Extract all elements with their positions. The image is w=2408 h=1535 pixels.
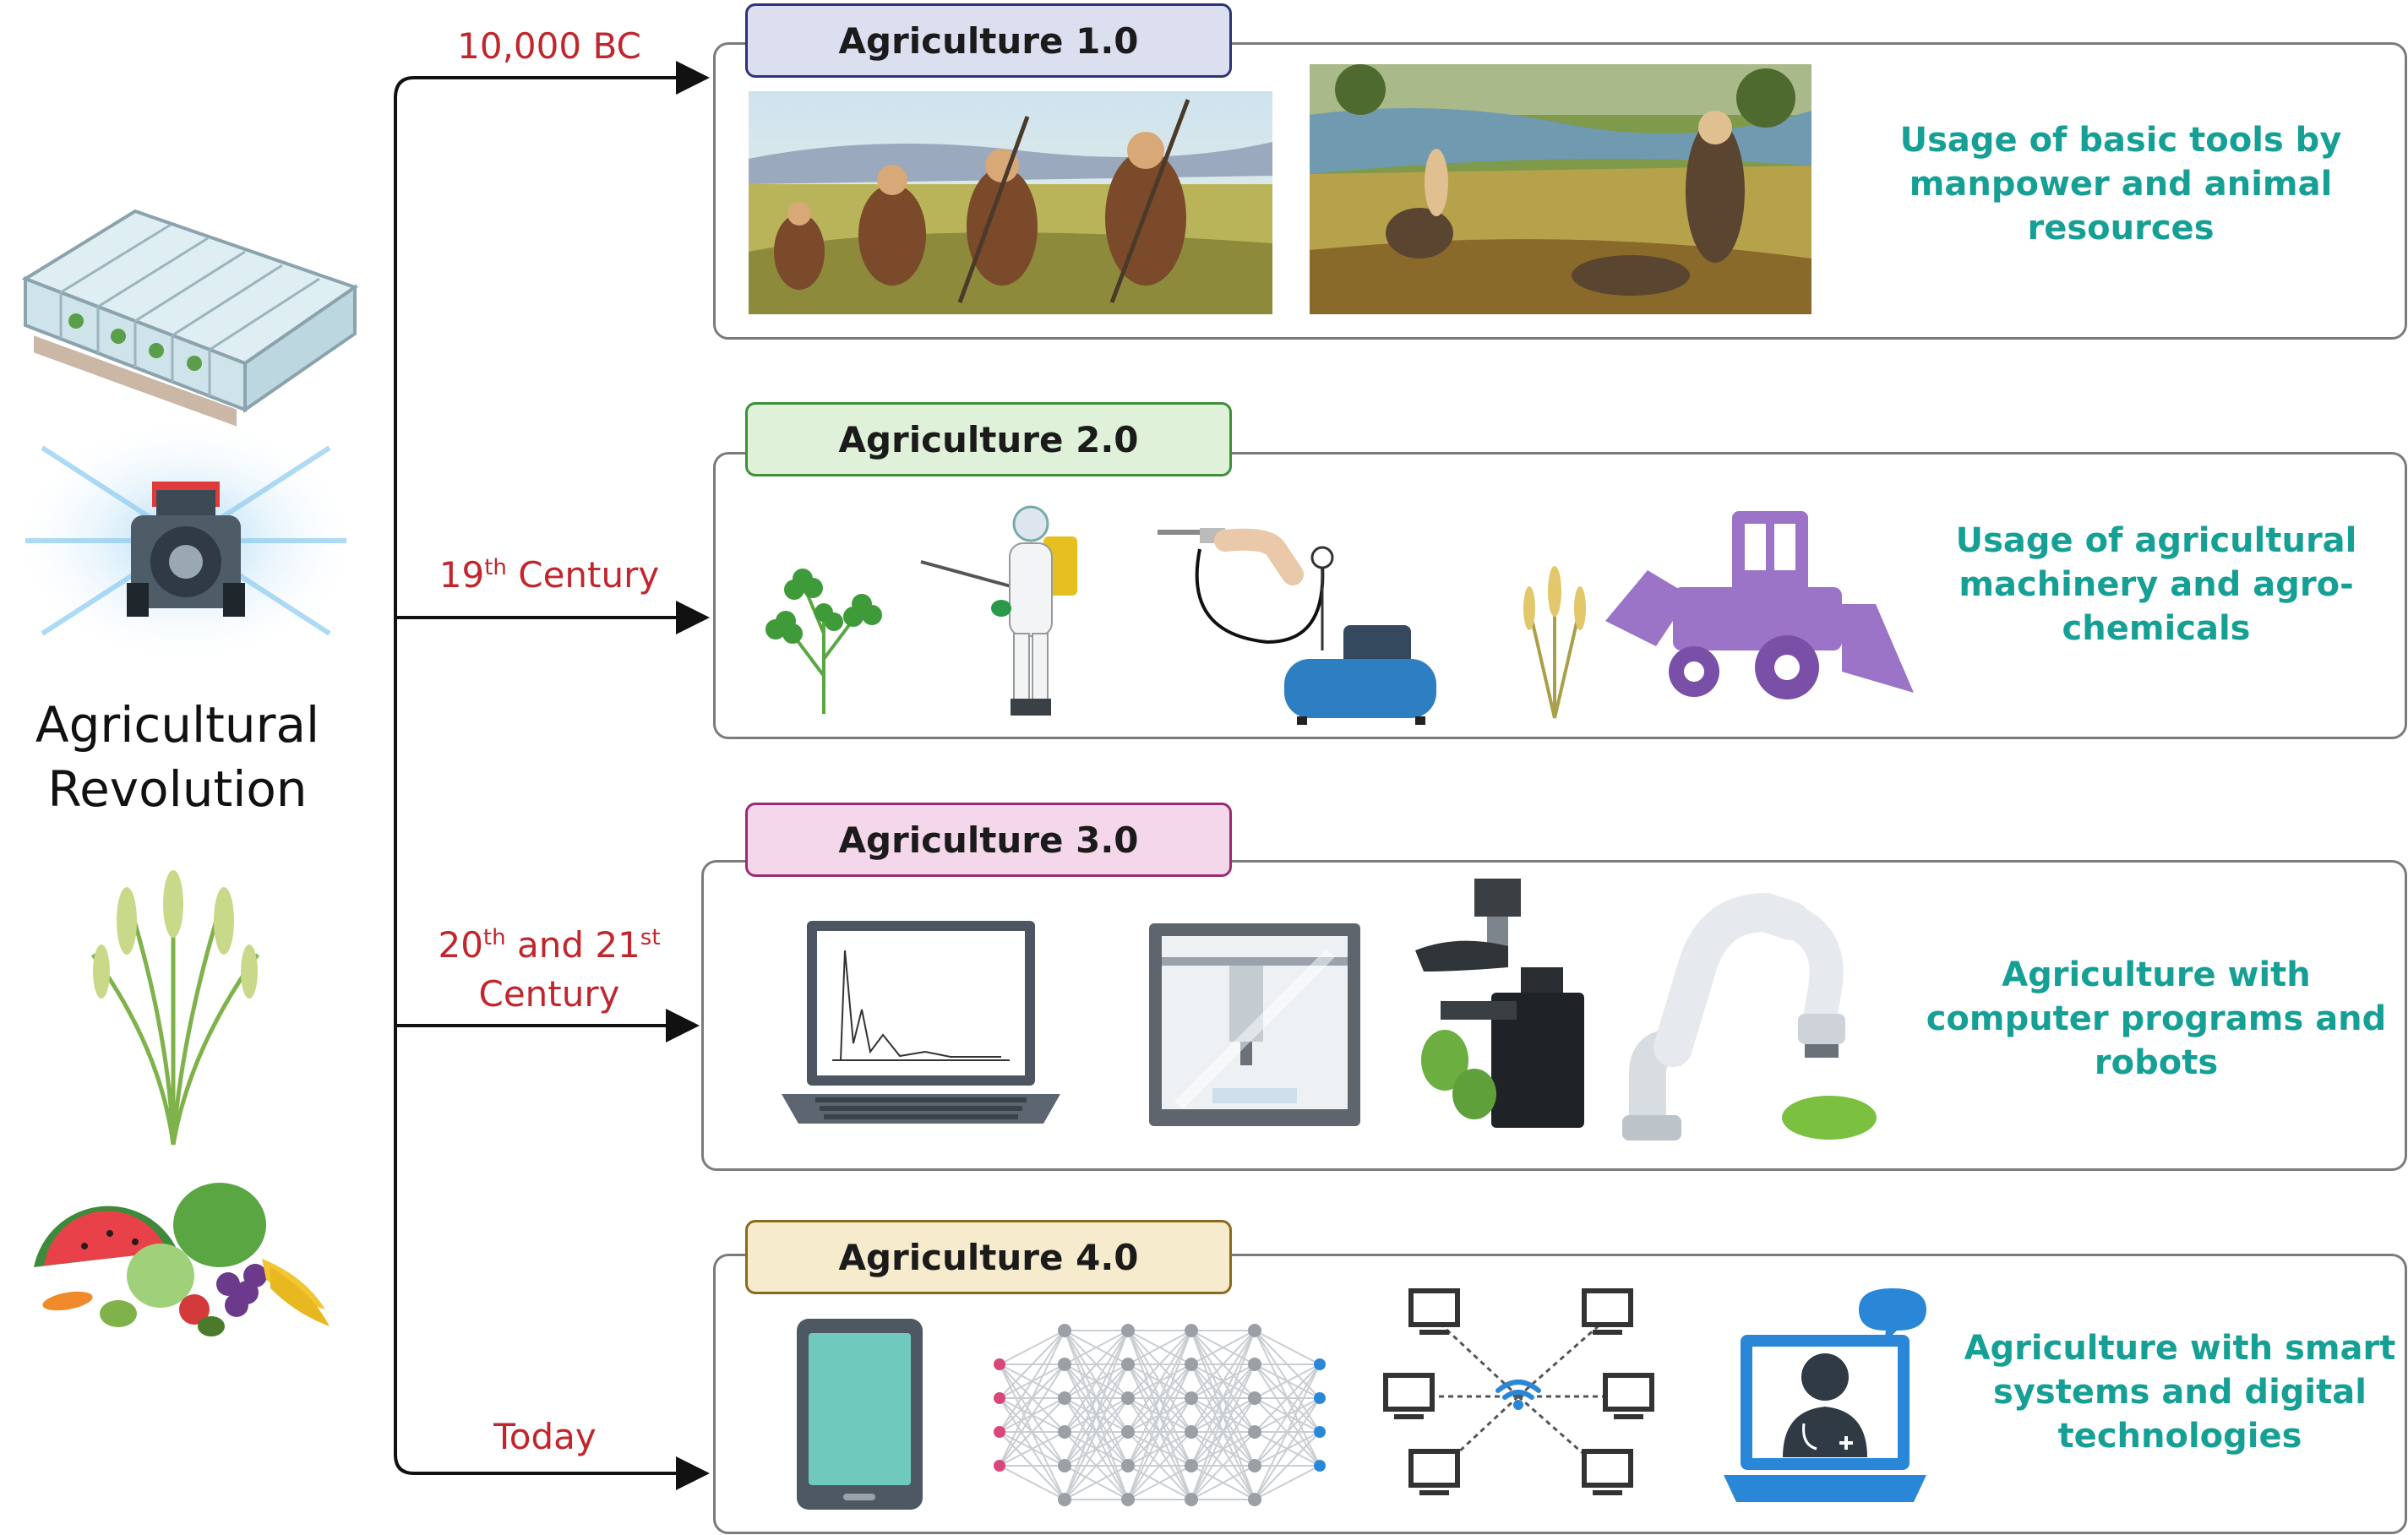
- network-node: [1185, 1391, 1198, 1405]
- network-node: [1185, 1324, 1198, 1337]
- desc-2-line-1: Usage of agricultural: [1955, 521, 2357, 560]
- telehealth-laptop-icon: [1724, 1288, 1926, 1502]
- era-20-number: 20: [438, 924, 483, 966]
- prehistoric-farm-illustration: [1310, 64, 1811, 314]
- network-node: [1314, 1460, 1326, 1472]
- desc-4-line-3: technologies: [2057, 1417, 2302, 1456]
- desc-4-line-1: Agriculture with smart: [1964, 1329, 2396, 1368]
- network-node: [994, 1358, 1005, 1370]
- network-node: [1185, 1425, 1198, 1439]
- network-node: [994, 1460, 1005, 1472]
- desc-2-line-3: chemicals: [2062, 609, 2251, 648]
- network-node: [1185, 1358, 1198, 1371]
- diagram-title: Agricultural Revolution: [8, 693, 346, 821]
- network-node: [1248, 1324, 1261, 1337]
- laptop-graph-icon: [782, 921, 1060, 1124]
- hunters-illustration: [749, 91, 1272, 314]
- era-label-10000bc: 10,000 BC: [457, 25, 641, 67]
- desc-3-line-2: computer programs and: [1926, 999, 2387, 1038]
- desc-agriculture-2: Usage of agricultural machinery and agro…: [1886, 519, 2408, 650]
- desc-1-line-3: resources: [2027, 209, 2215, 248]
- pesticide-sprayer-person-icon: [920, 505, 1077, 716]
- desc-agriculture-3: Agriculture with computer programs and r…: [1886, 953, 2408, 1085]
- tab-agriculture-4: Agriculture 4.0: [745, 1220, 1232, 1294]
- network-node: [1058, 1391, 1071, 1405]
- network-node: [1121, 1358, 1135, 1371]
- greenhouse-icon: [21, 209, 359, 427]
- clover-plant-icon: [765, 569, 882, 714]
- network-computers-icon: [1383, 1288, 1654, 1495]
- network-node: [1248, 1391, 1261, 1405]
- era-19-number: 19: [439, 554, 485, 596]
- 3d-printer-icon: [1149, 923, 1360, 1126]
- network-node: [1121, 1391, 1135, 1405]
- era-19-suffix: th: [484, 555, 507, 580]
- era-label-20th-21st-century: 20th and 21st Century: [397, 921, 701, 1019]
- network-node: [1058, 1324, 1071, 1337]
- era-label-19th-century: 19th Century: [397, 551, 701, 600]
- desc-2-line-2: machinery and agro-: [1959, 565, 2354, 604]
- desc-3-line-1: Agriculture with: [2002, 955, 2311, 994]
- desc-1-line-2: manpower and animal: [1909, 165, 2333, 204]
- network-node: [1248, 1358, 1261, 1371]
- desc-agriculture-1: Usage of basic tools by manpower and ani…: [1850, 118, 2391, 250]
- era-21-number: and 21: [505, 924, 640, 966]
- title-line-2: Revolution: [47, 760, 308, 818]
- network-node: [1121, 1324, 1135, 1337]
- network-node: [1121, 1459, 1135, 1472]
- network-node: [994, 1426, 1005, 1438]
- network-node: [1314, 1392, 1326, 1404]
- tractor-icon: [8, 414, 363, 667]
- network-node: [1121, 1493, 1135, 1506]
- desc-3-line-3: robots: [2094, 1043, 2219, 1082]
- network-node: [1248, 1459, 1261, 1472]
- desc-1-line-1: Usage of basic tools by: [1899, 121, 2342, 160]
- network-node: [1248, 1493, 1261, 1506]
- desc-4-line-2: systems and digital: [1993, 1373, 2367, 1412]
- era-20-21-line-1: 20th and 21st: [397, 921, 701, 970]
- network-node: [1248, 1425, 1261, 1439]
- wheat-stalk-icon: [1523, 566, 1586, 719]
- tab-agriculture-1: Agriculture 1.0: [745, 3, 1232, 78]
- era-21-suffix: st: [640, 925, 661, 950]
- purple-tractor-icon: [1605, 511, 1914, 699]
- network-node: [1058, 1358, 1071, 1371]
- era-20-21-line-2: Century: [478, 973, 620, 1015]
- tab-agriculture-3: Agriculture 3.0: [745, 803, 1232, 877]
- network-node: [1314, 1358, 1326, 1370]
- era-label-today: Today: [493, 1416, 597, 1457]
- tablet-icon: [797, 1319, 923, 1510]
- network-node: [1121, 1425, 1135, 1439]
- network-node: [1185, 1459, 1198, 1472]
- network-node: [1314, 1426, 1326, 1438]
- network-node: [1185, 1493, 1198, 1506]
- fruits-vegetables-icon: [34, 1183, 330, 1336]
- neural-network-icon: [994, 1324, 1326, 1506]
- era-19-rest: Century: [506, 554, 660, 596]
- network-node: [994, 1392, 1005, 1404]
- air-compressor-sprayer-icon: [1158, 528, 1436, 725]
- title-line-1: Agricultural: [35, 696, 320, 754]
- network-node: [1058, 1493, 1071, 1506]
- network-node: [1058, 1425, 1071, 1439]
- desc-agriculture-4: Agriculture with smart systems and digit…: [1910, 1326, 2408, 1458]
- microscope-icon: [1415, 879, 1584, 1128]
- era-20-suffix: th: [482, 925, 506, 950]
- network-node: [1058, 1459, 1071, 1472]
- tab-agriculture-2: Agriculture 2.0: [745, 402, 1232, 476]
- wheat-icon: [90, 870, 260, 1146]
- robotic-arm-icon: [1622, 892, 1877, 1140]
